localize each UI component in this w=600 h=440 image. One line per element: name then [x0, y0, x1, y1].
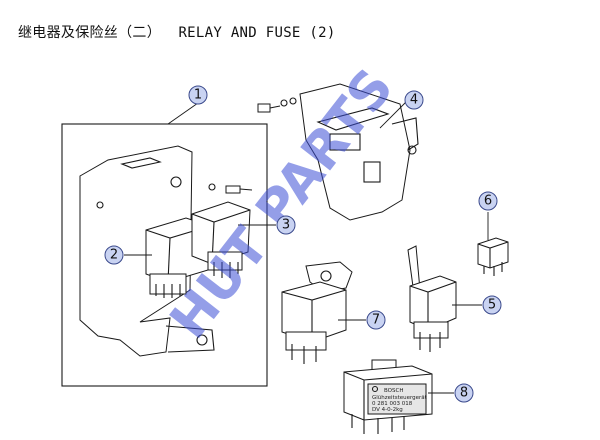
callout-label: 6 — [484, 194, 492, 209]
module-label-line3: DV 4-0-2kg — [372, 407, 403, 413]
module-label-line2: 0 281 003 018 — [372, 401, 413, 407]
callout-2[interactable]: 2 — [104, 245, 124, 265]
callout-6[interactable]: 6 — [478, 191, 498, 211]
assembly-frame — [61, 123, 268, 387]
module-label-line1: Glühzeitsteuergerät — [372, 395, 428, 401]
callout-5[interactable]: 5 — [482, 295, 502, 315]
diagram-title: 继电器及保险丝（二） RELAY AND FUSE (2) — [18, 25, 336, 41]
bracket-screw — [208, 183, 253, 194]
relay-5 — [407, 245, 457, 352]
glow-control-module-8: BOSCH Glühzeitsteuergerät 0 281 003 018 … — [343, 359, 433, 434]
leader-4 — [379, 101, 407, 129]
callout-1[interactable]: 1 — [188, 85, 208, 105]
callout-label: 4 — [410, 93, 418, 108]
mini-relay-6 — [477, 237, 509, 276]
relay-7 — [281, 261, 353, 364]
callout-8[interactable]: 8 — [454, 383, 474, 403]
callout-4[interactable]: 4 — [404, 90, 424, 110]
callout-label: 3 — [282, 218, 290, 233]
fuse-holder-4 — [257, 83, 419, 221]
callout-label: 8 — [460, 386, 468, 401]
relay-3 — [191, 201, 251, 278]
callout-label: 5 — [488, 298, 496, 313]
callout-label: 7 — [372, 313, 380, 328]
module-brand: BOSCH — [384, 388, 403, 394]
callout-3[interactable]: 3 — [276, 215, 296, 235]
callout-label: 2 — [110, 248, 118, 263]
callout-label: 1 — [194, 88, 202, 103]
callout-7[interactable]: 7 — [366, 310, 386, 330]
leader-1 — [167, 102, 199, 125]
relay-bracket — [79, 145, 215, 357]
